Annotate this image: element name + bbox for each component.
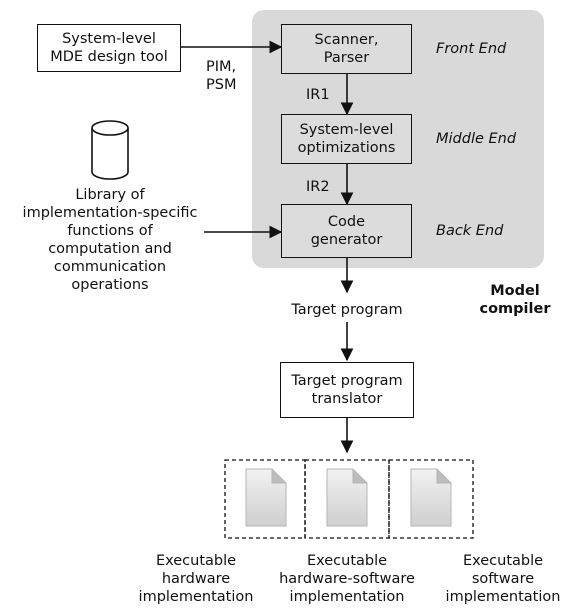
code-generator-label: Code generator [310,214,383,248]
document-file-icon [326,468,368,527]
front-end-label: Front End [436,41,507,57]
model-compiler-label: Model compiler [479,283,551,317]
code-generator-box: Code generator [281,204,412,258]
document-file-icon [245,468,287,527]
pim-psm-label: PIM, PSM [206,59,237,93]
mde-design-tool-label: System-level MDE design tool [50,31,168,65]
library-label: Library of implementation-specific funct… [22,187,198,293]
back-end-label: Back End [436,223,504,239]
output-box-hardware-software [304,459,390,539]
database-cylinder-icon [91,120,129,180]
output-box-hardware [224,459,306,539]
optimizations-label: System-level optimizations [297,122,396,156]
output-hardware-software-label: Executable hardware-software implementat… [279,553,415,605]
document-file-icon [410,468,452,527]
output-hardware-label: Executable hardware implementation [138,553,254,605]
ir1-label: IR1 [306,87,330,103]
output-software-label: Executable software implementation [445,553,561,605]
optimizations-box: System-level optimizations [281,114,412,164]
scanner-parser-label: Scanner, Parser [314,32,379,66]
output-box-software [388,459,474,539]
target-program-label: Target program [291,302,403,318]
translator-label: Target program translator [291,373,403,407]
scanner-parser-box: Scanner, Parser [281,24,412,74]
mde-design-tool-box: System-level MDE design tool [37,24,181,72]
ir2-label: IR2 [306,179,330,195]
translator-box: Target program translator [280,362,414,418]
middle-end-label: Middle End [436,131,517,147]
